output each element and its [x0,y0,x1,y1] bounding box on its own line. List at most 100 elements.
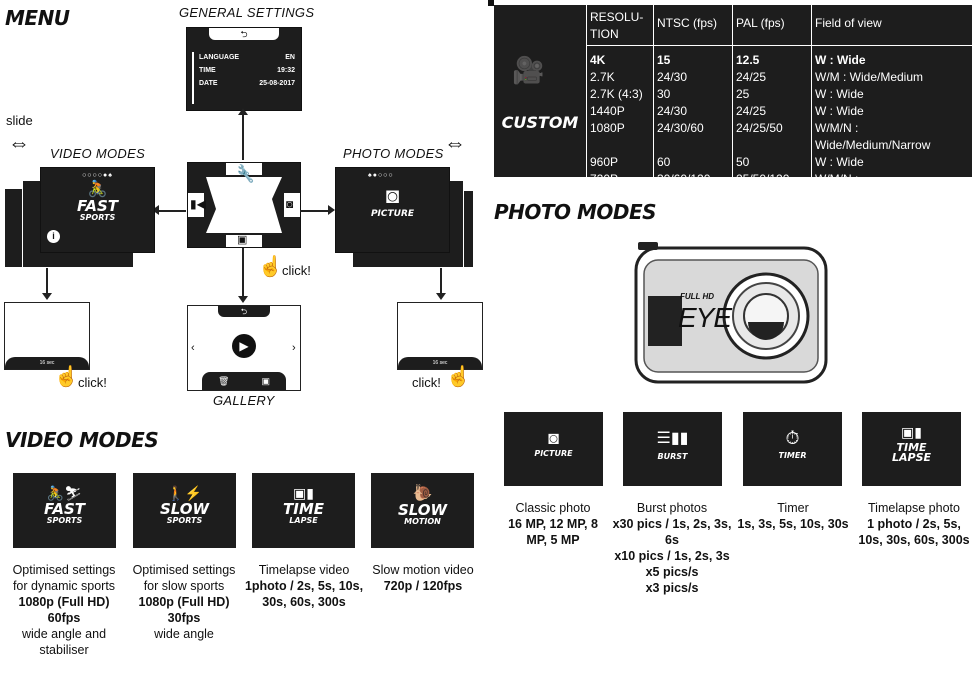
cell: 50 [732,153,812,171]
custom-table-panel: 🎥 CUSTOM RESOLU- TION NTSC (fps) PAL (fp… [494,5,972,205]
arrow-down-right [440,268,442,294]
wrench-icon[interactable]: 🔧 [237,167,255,183]
snail-icon: 🐌 [412,485,433,502]
custom-badge: 🎥 CUSTOM [494,5,586,177]
cell: 1440P [586,102,654,120]
caption-name: Burst photos [636,501,708,515]
general-settings-heading: GENERAL SETTINGS [179,5,315,20]
setting-value: EN [285,54,295,61]
video-camera-icon[interactable]: ▮◀ [190,197,206,211]
table-row: 4K 15 12.5 W : Wide [586,45,972,69]
caption-name: Timelapse photo [868,501,960,515]
caption-detail: x30 pics / 1s, 2s, 3s, 6s x10 pics / 1s,… [612,517,732,595]
tile-line2: LAPSE [289,516,318,525]
tile-label: PICTURE [534,449,573,458]
click-label-center: click! [282,263,311,278]
video-modes-title: VIDEO MODES [5,428,159,452]
arrow-down-left [46,268,48,294]
prev-icon[interactable]: ‹ [191,342,195,354]
cell: 960P [586,153,654,171]
cell: 24/25 [732,102,812,120]
caption-name: Classic photo [515,501,591,515]
trash-icon[interactable]: 🗑 [218,375,230,386]
mode-dots: ○○○○●♠ [82,172,113,179]
video-mode-screen[interactable]: ○○○○●♠ 🚴 FAST SPORTS i [40,167,155,253]
header-resolution: RESOLU- TION [586,5,654,45]
caption-detail: 1s, 3s, 5s, 10s, 30s [737,517,849,531]
arrowhead-down-center [238,296,248,303]
scroll-indicator [192,52,194,104]
cell: 24/30 [653,102,733,120]
cyclist-icon: 🚴 [87,181,108,198]
arrowhead-right [328,205,335,215]
gallery-icon[interactable]: ▣ [237,234,248,246]
caption-name: Timer [777,501,809,515]
svg-text:🔧: 🔧 [238,163,250,176]
tile-line1: FAST [44,500,85,518]
rec-time: 16 sec [39,360,55,366]
cell: 25 [732,85,812,103]
setting-value: 25-08-2017 [259,80,295,87]
arrow-right [300,210,328,212]
photo-caption-timer: Timer 1s, 3s, 5s, 10s, 30s [733,500,853,532]
video-tile-fast-sports: 🚴⛷ FAST SPORTS [13,473,116,548]
cell: 2.7K (4:3) [586,85,654,103]
photo-tile-timer: ⏱ TIMER [743,412,842,486]
setting-value: 19:32 [277,67,295,74]
caption-desc: Optimised settings for slow sports [132,563,236,593]
video-tile-slow-motion: 🐌 SLOW MOTION [371,473,474,548]
video-tile-timelapse: ▣▮ TIME LAPSE [252,473,355,548]
cell: 24/30 [653,68,733,86]
camera-icon[interactable]: ◙ [286,197,294,211]
caption-desc: Slow motion video [372,563,474,577]
gallery-toolbar: 🗑▣ [202,372,286,390]
tile-label: TIME LAPSE [891,441,932,464]
photo-caption-timelapse: Timelapse photo 1 photo / 2s, 5s, 10s, 3… [855,500,973,548]
slide-hand-icon-right: ⇔ [444,130,466,155]
next-icon[interactable]: › [292,342,296,354]
timelapse-icon: ▣▮ [901,424,922,440]
play-icon[interactable]: ▶ [232,334,256,358]
photo-caption-burst: Burst photos x30 pics / 1s, 2s, 3s, 6s x… [611,500,733,596]
image-icon[interactable]: ▣ [261,375,270,386]
slide-hand-icon: ⇔ [8,130,30,155]
photo-mode-screen[interactable]: ♠●○○○ ◙ PICTURE [335,167,450,253]
info-icon[interactable]: i [47,230,60,243]
header-rule [488,0,494,6]
tile-line1: SLOW [159,500,210,518]
back-icon[interactable]: ⮌ [218,306,270,317]
header-ntsc: NTSC (fps) [653,5,733,45]
cell: 30/60/120 [653,170,733,205]
video-modes-label: VIDEO MODES [50,146,146,161]
caption-bold: 1photo / 2s, 5s, 10s, 30s, 60s, 300s [244,579,364,609]
caption-extra: wide angle and stabiliser [21,627,107,657]
photo-screen-label: PICTURE [370,209,415,219]
cell: W/M/N : Wide/Medium/Narrow [811,170,972,205]
photo-record-screen: 16 sec [397,302,483,370]
caption-detail: 16 MP, 12 MP, 8 MP, 5 MP [508,517,598,547]
rec-status-bar: 16 sec [5,357,89,369]
video-caption-fast-sports: Optimised settings for dynamic sports 10… [8,562,120,658]
back-icon[interactable]: ⮌ [209,28,279,40]
timelapse-icon: ▣▮ [293,485,314,501]
cell: 25/50/120 [732,170,812,205]
action-camera-illustration: FULL HD EYE [634,240,830,386]
cell: 4K [586,45,654,69]
stopwatch-icon: ⏱ [785,428,800,448]
arrowhead-down-right [436,293,446,300]
cell: W : Wide [811,102,972,120]
arrowhead-up [238,108,248,115]
arrow-left [158,210,186,212]
cell: W/M : Wide/Medium [811,68,972,86]
tile-line1: TIME [283,500,324,518]
cell: W : Wide [811,85,972,103]
arrow-up [242,112,244,160]
